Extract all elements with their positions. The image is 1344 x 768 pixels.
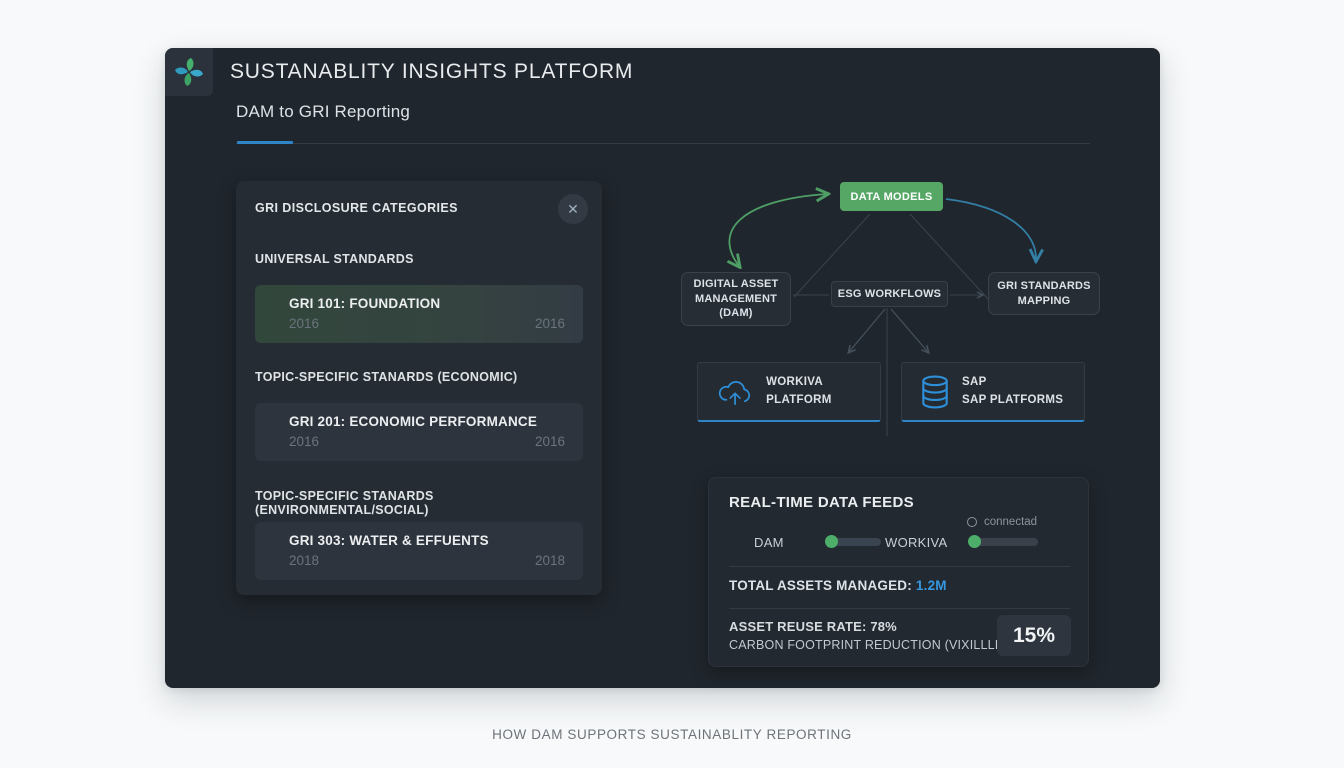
total-assets-label: TOTAL ASSETS MANAGED: — [729, 578, 916, 593]
active-tab-indicator — [237, 141, 293, 144]
section-label-universal: UNIVERSAL STANDARDS — [255, 252, 414, 266]
node-gri-standards-mapping[interactable]: GRI STANDARDS MAPPING — [988, 272, 1100, 315]
sap-label-line2: SAP PLATFORMS — [962, 393, 1064, 406]
footer-caption: HOW DAM SUPPORTS SUSTAINABLITY REPORTING — [492, 727, 852, 742]
card-year-left: 2018 — [289, 553, 320, 568]
arrow-esg-sap — [890, 308, 928, 352]
card-title: GRI 101: FOUNDATION — [289, 296, 441, 311]
card-title: GRI 303: WATER & EFFUENTS — [289, 533, 489, 548]
tab-dam-to-gri-reporting[interactable]: DAM to GRI Reporting — [236, 102, 411, 121]
gri-categories-panel: GRI DISCLOSURE CATEGORIES ✕ UNIVERSAL ST… — [236, 181, 602, 595]
card-gri-101[interactable]: GRI 101: FOUNDATION 2016 2016 — [255, 285, 583, 343]
divider — [729, 566, 1070, 567]
sap-label: SAP SAP PLATFORMS — [962, 374, 1063, 409]
node-digital-asset-management[interactable]: DIGITAL ASSET MANAGEMENT (DAM) — [681, 272, 791, 326]
dam-label-line1: DIGITAL ASSET — [693, 277, 779, 290]
node-esg-workflows[interactable]: ESG WORKFLOWS — [831, 281, 948, 307]
status-label: connectad — [984, 516, 1038, 528]
cloud-upload-icon — [718, 380, 751, 405]
panel-title: GRI DISCLOSURE CATEGORIES — [255, 201, 458, 215]
workiva-slider-dot[interactable] — [968, 535, 981, 548]
database-icon — [922, 375, 948, 408]
node-data-models[interactable]: DATA MODELS — [840, 182, 943, 211]
total-assets-value: 1.2M — [915, 578, 947, 593]
node-sap-platforms[interactable]: SAP SAP PLATFORMS — [901, 362, 1085, 422]
gri-label-line2: MAPPING — [1017, 294, 1071, 307]
close-button[interactable]: ✕ — [558, 194, 588, 224]
close-icon: ✕ — [567, 200, 579, 217]
gri-label-line1: GRI STANDARDS — [997, 279, 1091, 292]
section-label-environmental-social: TOPIC-SPECIFIC STANARDS (ENVIRONMENTAL/S… — [255, 489, 434, 517]
arrow-dam-datamodels — [729, 194, 827, 266]
dam-label-line2: MANAGEMENT — [694, 292, 778, 305]
dam-slider-dot[interactable] — [825, 535, 838, 548]
card-year-right: 2016 — [534, 434, 565, 449]
sap-label-line1: SAP — [962, 376, 987, 389]
feeds-panel-title: REAL-TIME DATA FEEDS — [729, 494, 914, 511]
feed-label-dam: DAM — [754, 535, 784, 550]
card-gri-201[interactable]: GRI 201: ECONOMIC PERFORMANCE 2016 2016 — [255, 403, 583, 461]
status-circle-icon — [967, 517, 977, 527]
app-logo — [165, 48, 213, 96]
dam-feed-slider[interactable] — [825, 535, 881, 548]
connection-status: connectad — [967, 516, 1037, 528]
section-label-economic: TOPIC-SPECIFIC STANARDS (ECONOMIC) — [255, 370, 518, 384]
app-window: SUSTANABLITY INSIGHTS PLATFORM DAM to GR… — [165, 48, 1160, 688]
arrow-datamodels-gri — [945, 198, 1036, 260]
asset-reuse-rate: ASSET REUSE RATE: 78% — [729, 619, 897, 634]
card-year-left: 2016 — [289, 316, 320, 331]
total-assets-row: TOTAL ASSETS MANAGED: 1.2M — [729, 578, 947, 593]
carbon-footprint-reduction: CARBON FOOTPRINT REDUCTION (VIXILLLL 1%)… — [729, 638, 1039, 652]
tab-rule — [236, 143, 1090, 144]
node-workiva-platform[interactable]: WORKIVA PLATFORM — [697, 362, 881, 422]
divider — [729, 608, 1070, 609]
real-time-data-feeds-panel: REAL-TIME DATA FEEDS connectad DAM WORKI… — [708, 477, 1089, 667]
carbon-text: CARBON FOOTPRINT REDUCTION (VIXILLLL 1%) — [729, 638, 1029, 652]
card-year-right: 2016 — [534, 316, 565, 331]
dam-label-line3: (DAM) — [719, 307, 753, 320]
feed-row: DAM WORKIVA — [709, 534, 1088, 552]
card-title: GRI 201: ECONOMIC PERFORMANCE — [289, 414, 538, 429]
card-year-right: 2018 — [534, 553, 565, 568]
leaf-logo-icon — [175, 58, 203, 86]
card-gri-303[interactable]: GRI 303: WATER & EFFUENTS 2018 2018 — [255, 522, 583, 580]
reduction-metric-badge: 15% — [997, 615, 1071, 656]
feed-label-workiva: WORKIVA — [885, 535, 948, 550]
card-year-left: 2016 — [289, 434, 320, 449]
workiva-label: WORKIVA PLATFORM — [766, 376, 832, 406]
arrow-esg-workiva — [849, 308, 886, 352]
page-title: SUSTANABLITY INSIGHTS PLATFORM — [230, 60, 634, 83]
workiva-feed-slider[interactable] — [968, 535, 1038, 548]
